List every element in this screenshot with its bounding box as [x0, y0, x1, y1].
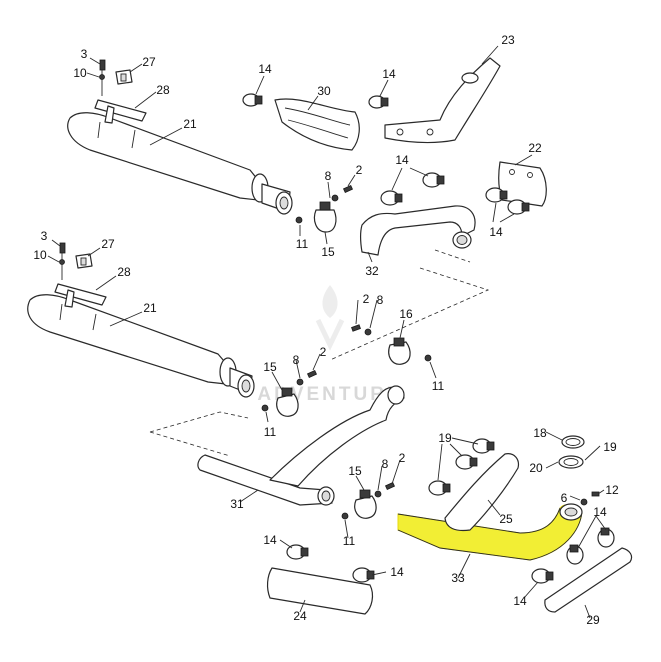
callout-14-h: 14	[513, 594, 527, 608]
callout-28-lower: 28	[117, 265, 131, 279]
callout-33: 33	[451, 571, 465, 585]
callout-30: 30	[317, 84, 331, 98]
callout-11-upper: 11	[296, 237, 309, 251]
clamp-14-c	[422, 172, 445, 188]
lower-muffler-21	[27, 294, 255, 398]
clamp-14-k	[352, 567, 375, 583]
callout-8-mid: 8	[377, 293, 384, 307]
callout-29: 29	[586, 613, 600, 627]
heat-shield-24	[266, 567, 374, 615]
callout-22: 22	[528, 141, 542, 155]
exhaust-pipe-32	[359, 205, 476, 256]
callout-11-mid: 11	[432, 379, 445, 393]
callout-23: 23	[501, 33, 515, 47]
clamp-14-j	[286, 544, 309, 560]
clamp-15-lower	[341, 481, 396, 520]
hardware-8-2-mid	[261, 369, 318, 412]
clamp-14-g	[597, 527, 615, 548]
callout-14-f: 14	[263, 533, 277, 547]
callout-19-a: 19	[438, 431, 452, 445]
upper-muffler-21	[67, 112, 293, 215]
callout-31: 31	[230, 497, 244, 511]
callout-25: 25	[499, 512, 513, 526]
hardware-2-8-mid	[351, 324, 372, 336]
callout-labels: 3 10 27 28 21 14 30 14 23 8 2 14 22 11 1…	[33, 33, 619, 627]
callout-10-lower: 10	[33, 248, 47, 262]
dash-upper-a	[329, 267, 490, 361]
hardware-lower-left	[59, 242, 93, 280]
callout-15-upper: 15	[321, 245, 335, 259]
clamp-15-upper	[313, 201, 337, 233]
clamp-14-d	[380, 190, 403, 206]
hardware-8-2-upper	[295, 184, 354, 224]
callout-14-a: 14	[258, 62, 272, 76]
callout-21-lower: 21	[143, 301, 157, 315]
callout-14-g: 14	[390, 565, 404, 579]
callout-2-upper: 2	[356, 163, 363, 177]
callout-12: 12	[605, 483, 619, 497]
hardware-upper-left	[99, 59, 133, 96]
callout-3-upper: 3	[81, 47, 88, 61]
callout-14-d: 14	[489, 225, 503, 239]
bracket-28-upper	[94, 99, 147, 124]
callout-11-lower: 11	[264, 425, 277, 439]
exhaust-pipe-33-highlighted	[397, 503, 583, 561]
callout-21-upper: 21	[183, 117, 197, 131]
callout-24: 24	[293, 609, 307, 623]
heat-shield-29	[544, 547, 633, 613]
callout-15-mid: 15	[263, 360, 277, 374]
callout-15-lower: 15	[348, 464, 362, 478]
callout-14-e: 14	[593, 505, 607, 519]
callout-8-upper: 8	[325, 169, 332, 183]
hardware-6-12	[580, 491, 600, 506]
callout-19-b: 19	[603, 440, 617, 454]
gasket-20	[558, 455, 584, 469]
exhaust-pipe-31	[197, 385, 405, 506]
clamp-19-group	[428, 438, 495, 496]
clamp-14-a	[242, 93, 263, 107]
callout-2-lower: 2	[320, 345, 327, 359]
callout-28-upper: 28	[156, 83, 170, 97]
gasket-18	[561, 435, 585, 449]
callout-2-bottom: 2	[399, 451, 406, 465]
clamp-14-h	[566, 544, 584, 565]
callout-27-lower: 27	[101, 237, 115, 251]
clamp-14-i	[531, 568, 554, 584]
callout-2-mid: 2	[363, 292, 370, 306]
callout-32: 32	[365, 264, 379, 278]
watermark-logo	[315, 285, 345, 351]
callout-6: 6	[561, 491, 568, 505]
callout-20: 20	[529, 461, 543, 475]
dash-upper-b	[434, 249, 471, 263]
heat-shield-30	[274, 98, 360, 151]
callout-3-lower: 3	[41, 229, 48, 243]
heat-shield-22	[498, 161, 547, 207]
callout-10-upper: 10	[73, 66, 87, 80]
callout-14-c: 14	[395, 153, 409, 167]
callout-16: 16	[399, 307, 413, 321]
callout-8-lower: 8	[293, 353, 300, 367]
callout-11-bottom: 11	[343, 534, 356, 548]
clamp-14-e	[485, 187, 508, 203]
callout-27-upper: 27	[142, 55, 156, 69]
bracket-28-lower	[54, 283, 107, 308]
clamp-14-b	[368, 95, 389, 109]
callout-14-b: 14	[382, 67, 396, 81]
clamp-15-mid	[276, 387, 299, 417]
callout-8-bottom: 8	[382, 457, 389, 471]
heat-shield-25	[444, 453, 520, 532]
dash-lower-a	[149, 411, 249, 457]
callout-18: 18	[533, 426, 547, 440]
heat-shield-23	[384, 57, 501, 144]
clamp-16	[388, 337, 432, 365]
leader-lines	[47, 45, 607, 619]
clamp-14-f	[507, 199, 530, 215]
